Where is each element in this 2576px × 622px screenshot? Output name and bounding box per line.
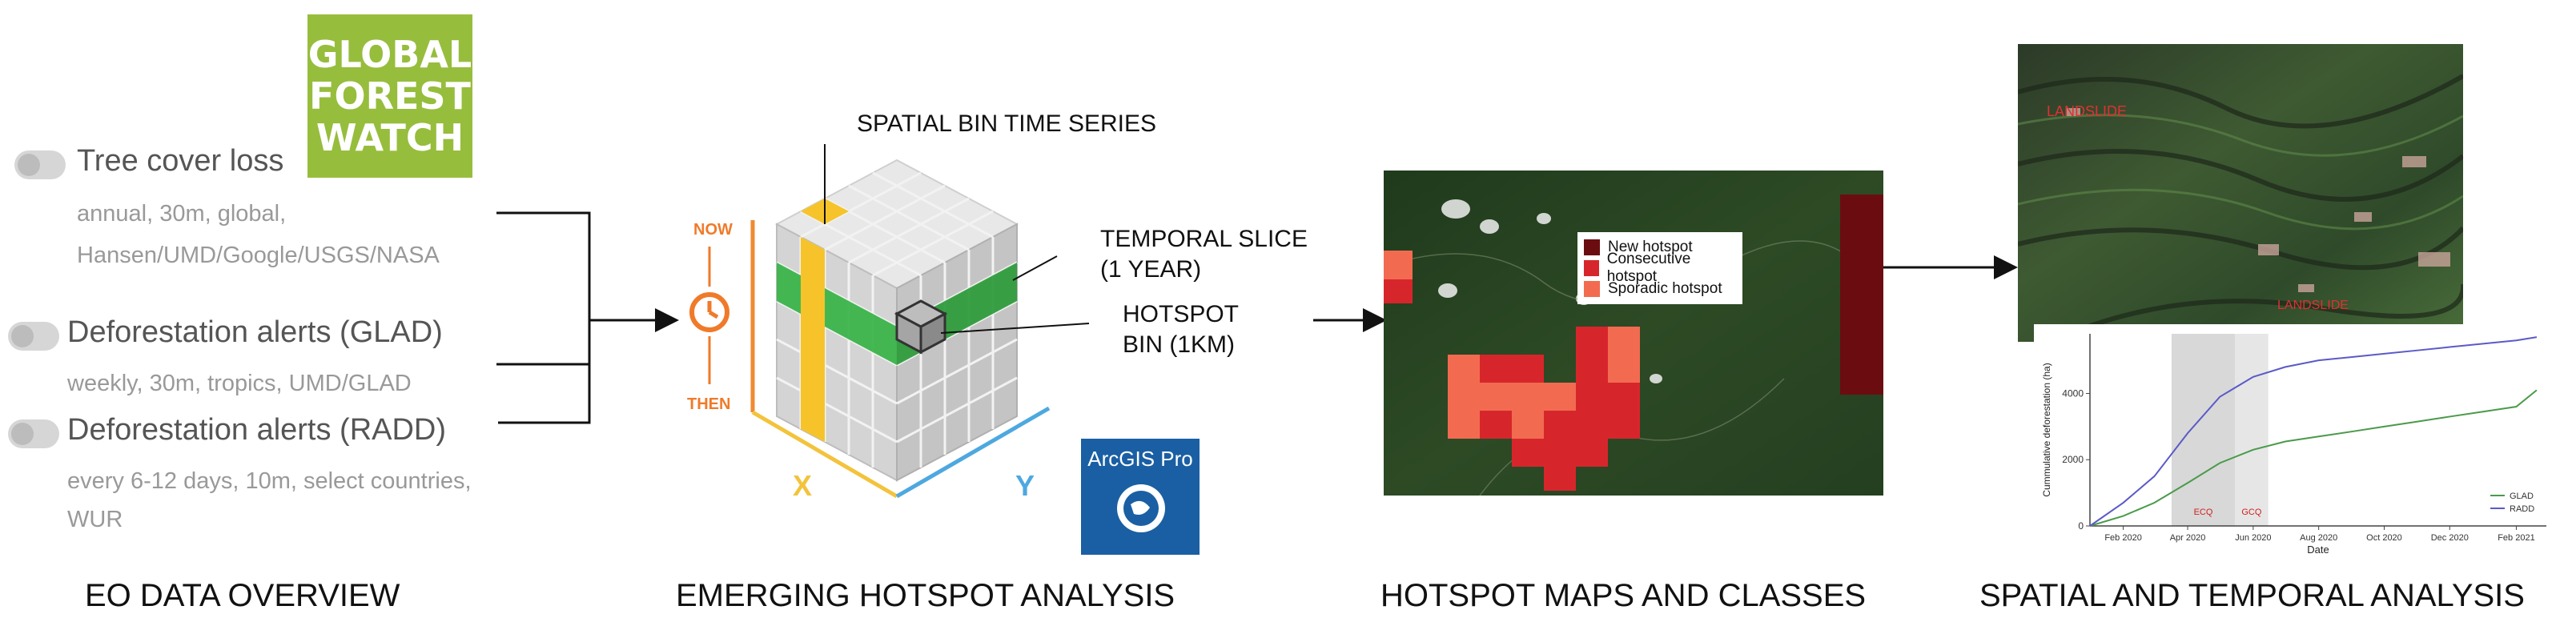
logo-line-3: WATCH bbox=[315, 116, 464, 159]
label-spatial-bin-time-series: SPATIAL BIN TIME SERIES bbox=[857, 110, 1156, 137]
caption-spatial-temporal-analysis: SPATIAL AND TEMPORAL ANALYSIS bbox=[1979, 578, 2525, 613]
clearing-patches bbox=[2066, 108, 2450, 292]
layer-desc-radd-2: WUR bbox=[67, 507, 123, 532]
caption-eo-data-overview: EO DATA OVERVIEW bbox=[85, 578, 400, 613]
x-tick-label: Feb 2021 bbox=[2498, 533, 2534, 543]
x-tick-label: Aug 2020 bbox=[2300, 533, 2337, 543]
x-tick-label: Jun 2020 bbox=[2235, 533, 2271, 543]
spatial-bin-column bbox=[801, 237, 825, 442]
hotspot-legend: New hotspot Consecutive hotspot Sporadic… bbox=[1577, 232, 1742, 304]
radd-alerts-toggle[interactable] bbox=[8, 419, 59, 448]
y-axis-title: Cummulative deforestation (ha) bbox=[2041, 363, 2052, 496]
label-now: NOW bbox=[693, 221, 733, 239]
satellite-image: LANDSLIDE LANDSLIDE bbox=[2018, 44, 2463, 342]
label-hotspot-bin-2: BIN (1KM) bbox=[1123, 331, 1236, 358]
legend-swatch-consecutive bbox=[1584, 260, 1599, 276]
glad-alerts-toggle[interactable] bbox=[8, 322, 59, 351]
legend-item-sporadic: Sporadic hotspot bbox=[1584, 279, 1736, 299]
x-axis-title: Date bbox=[2307, 544, 2329, 556]
hotspot-cluster bbox=[1448, 327, 1640, 491]
legend-label-radd: RADD bbox=[2510, 504, 2534, 514]
label-temporal-slice-2: (1 YEAR) bbox=[1100, 256, 1202, 283]
caption-emerging-hotspot-analysis: EMERGING HOTSPOT ANALYSIS bbox=[676, 578, 1175, 613]
globe-icon bbox=[1117, 484, 1165, 532]
legend-swatch-new bbox=[1584, 239, 1600, 255]
layer-desc-radd-1: every 6-12 days, 10m, select countries, bbox=[67, 468, 472, 494]
x-tick-label: Dec 2020 bbox=[2431, 533, 2469, 543]
caption-hotspot-maps: HOTSPOT MAPS AND CLASSES bbox=[1380, 578, 1867, 613]
clock-icon bbox=[689, 292, 729, 332]
x-tick-label: Apr 2020 bbox=[2170, 533, 2206, 543]
tree-cover-loss-toggle[interactable] bbox=[14, 150, 66, 179]
label-hotspot-bin-1: HOTSPOT bbox=[1123, 301, 1240, 327]
series-line-radd bbox=[2089, 336, 2538, 527]
hotspot-map bbox=[1384, 171, 1883, 496]
layer-title-glad: Deforestation alerts (GLAD) bbox=[67, 315, 443, 349]
shaded-period-gcq bbox=[2235, 334, 2269, 526]
logo-line-2: FOREST bbox=[309, 74, 471, 118]
layer-title-radd: Deforestation alerts (RADD) bbox=[67, 413, 447, 447]
legend-item-consecutive: Consecutive hotspot bbox=[1584, 251, 1736, 285]
y-tick-label: 0 bbox=[2078, 520, 2084, 532]
landslide-label-2: LANDSLIDE bbox=[2277, 299, 2349, 312]
label-then: THEN bbox=[687, 395, 731, 413]
landslide-label-1: LANDSLIDE bbox=[2047, 103, 2127, 119]
new-hotspot-cells bbox=[1840, 195, 1883, 395]
bracket-line-1 bbox=[496, 211, 591, 424]
period-label-ecq: ECQ bbox=[2194, 508, 2213, 517]
legend-label-glad: GLAD bbox=[2510, 492, 2534, 501]
legend-swatch-sporadic bbox=[1584, 281, 1600, 297]
x-axis-line bbox=[751, 410, 898, 499]
y-axis-line bbox=[895, 406, 1051, 499]
layer-title-tree-cover-loss: Tree cover loss bbox=[77, 144, 284, 178]
series-line-glad bbox=[2089, 389, 2538, 527]
layer-desc-tree-cover-loss-1: annual, 30m, global, bbox=[77, 201, 287, 227]
layer-desc-tree-cover-loss-2: Hansen/UMD/Google/USGS/NASA bbox=[77, 243, 440, 268]
label-y-axis: Y bbox=[1015, 469, 1035, 502]
chart-background bbox=[2034, 324, 2570, 564]
layer-desc-glad-1: weekly, 30m, tropics, UMD/GLAD bbox=[67, 371, 412, 396]
logo-line-1: GLOBAL bbox=[307, 33, 472, 76]
legend-item-new: New hotspot bbox=[1584, 237, 1736, 258]
y-tick-label: 2000 bbox=[2062, 454, 2084, 465]
x-tick-label: Feb 2020 bbox=[2104, 533, 2141, 543]
y-tick-label: 4000 bbox=[2062, 387, 2084, 399]
x-tick-label: Oct 2020 bbox=[2366, 533, 2402, 543]
label-x-axis: X bbox=[793, 469, 813, 502]
arcgis-pro-logo: ArcGIS Pro bbox=[1081, 439, 1200, 555]
shaded-period-ecq bbox=[2171, 334, 2236, 526]
label-temporal-slice-1: TEMPORAL SLICE bbox=[1100, 226, 1308, 252]
space-time-cube bbox=[689, 144, 1089, 499]
period-label-gcq: GCQ bbox=[2241, 508, 2262, 517]
arcgis-pro-label: ArcGIS Pro bbox=[1087, 447, 1193, 471]
global-forest-watch-logo: GLOBAL FOREST WATCH bbox=[307, 14, 472, 178]
